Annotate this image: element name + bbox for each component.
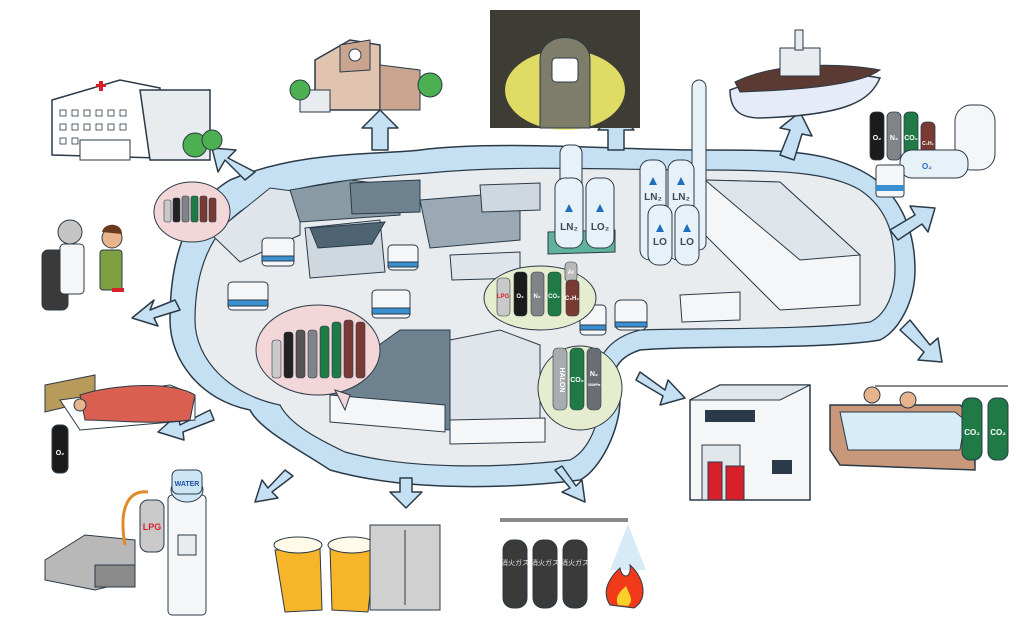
gas-plant: LN₂ LO₂ LN₂ LN₂ LO LO (211, 79, 862, 445)
svg-text:CO₂: CO₂ (570, 377, 584, 384)
svg-text:C₂H₂: C₂H₂ (565, 296, 579, 302)
arrow-ship-truck (889, 205, 936, 241)
svg-text:LO: LO (653, 237, 667, 248)
arrow-fire-suppression (554, 465, 586, 503)
svg-text:LO₂: LO₂ (591, 222, 609, 233)
fire-truck (707, 461, 723, 501)
svg-text:N₂: N₂ (534, 294, 541, 300)
cylinder-n2 (530, 271, 545, 317)
bubble-cylinders-pink-large (255, 304, 381, 412)
cylinder-halon (552, 347, 568, 411)
brand-logo-icon (565, 177, 691, 232)
svg-text:CO₂: CO₂ (964, 428, 980, 437)
svg-text:WATER: WATER (175, 481, 200, 488)
svg-text:O₂: O₂ (56, 450, 65, 457)
svg-text:LPG: LPG (497, 294, 510, 300)
svg-text:O₂: O₂ (516, 294, 524, 300)
fire-icon (605, 563, 644, 609)
destination-fire-suppression: 消火ガス 消火ガス 消火ガス (500, 518, 646, 609)
svg-text:HALON: HALON (558, 368, 565, 393)
welding-mask-icon (551, 57, 579, 83)
destination-hospital (51, 79, 223, 161)
flow-arrows (131, 109, 943, 509)
svg-text:CO₂: CO₂ (990, 428, 1006, 437)
svg-text:CO₂: CO₂ (548, 294, 560, 300)
cylinder-co2 (961, 397, 983, 461)
cylinder-lpg (496, 277, 511, 317)
cylinder-n2 (586, 347, 602, 411)
svg-text:LPG: LPG (143, 522, 162, 532)
bubble-cylinders-pink-small (153, 181, 231, 243)
tank-lo-2 (674, 204, 700, 266)
bubble-cylinders-center: LPG O₂ N₂ CO₂ C₂H₂ Ar (483, 261, 597, 331)
svg-text:LO: LO (680, 237, 694, 248)
svg-text:30MPa: 30MPa (588, 382, 601, 387)
clock-icon (348, 48, 362, 62)
svg-text:N₂: N₂ (890, 135, 898, 142)
bubble-cylinders-fire: HALON CO₂ N₂ 30MPa (537, 345, 623, 431)
svg-text:O₂: O₂ (873, 135, 882, 142)
cylinder-co2 (569, 347, 585, 411)
destination-carbonated-bath: CO₂ CO₂ (829, 385, 1009, 471)
destination-distribution: O₂ N₂ CO₂ C₂H₂ O₂ (869, 104, 996, 198)
destination-fire-station (689, 384, 811, 501)
svg-text:Ar: Ar (568, 270, 575, 276)
destination-school (289, 39, 443, 113)
arrow-beer (389, 477, 423, 509)
svg-text:LN₂: LN₂ (560, 222, 578, 233)
svg-text:C₂H₂: C₂H₂ (922, 141, 934, 147)
tank-lo-1 (647, 204, 673, 266)
destination-kitchen: LPG WATER (44, 469, 207, 616)
cylinder-o2 (51, 424, 69, 474)
red-cross-icon (99, 81, 103, 91)
arrow-school (361, 109, 399, 151)
fire-truck (725, 465, 745, 501)
svg-text:LN₂: LN₂ (672, 192, 690, 203)
storage-tanks (554, 144, 700, 266)
cylinder-co2 (547, 271, 562, 317)
arrow-distribution (779, 111, 813, 161)
cylinder-lpg (139, 499, 165, 553)
tank-ln2-1 (554, 177, 584, 249)
destination-home-oxygen: O₂ (44, 374, 196, 474)
arrow-bed (157, 409, 215, 441)
svg-text:LN₂: LN₂ (644, 192, 662, 203)
cylinder-o2 (513, 271, 528, 317)
destination-clinic (41, 219, 124, 311)
sprinkler-spray (610, 524, 646, 570)
svg-text:消火ガス: 消火ガス (561, 558, 589, 567)
trucks (227, 237, 648, 336)
svg-text:CO₂: CO₂ (904, 135, 918, 142)
arrow-bath (899, 319, 943, 363)
svg-text:O₂: O₂ (922, 162, 932, 171)
tank-lo2-1 (585, 177, 615, 249)
arrow-fire-station (635, 371, 686, 406)
arrow-kitchen (254, 469, 294, 503)
arrow-hospital (211, 147, 256, 181)
cylinder-c2h2 (565, 279, 580, 317)
svg-text:消火ガス: 消火ガス (501, 558, 529, 567)
svg-text:消火ガス: 消火ガス (531, 558, 559, 567)
cylinder-co2 (987, 397, 1009, 461)
destination-welding (490, 10, 640, 130)
destination-beer (273, 524, 441, 613)
svg-text:N₂: N₂ (590, 371, 598, 378)
destination-ship (729, 29, 882, 119)
arrow-clinic (131, 299, 181, 327)
